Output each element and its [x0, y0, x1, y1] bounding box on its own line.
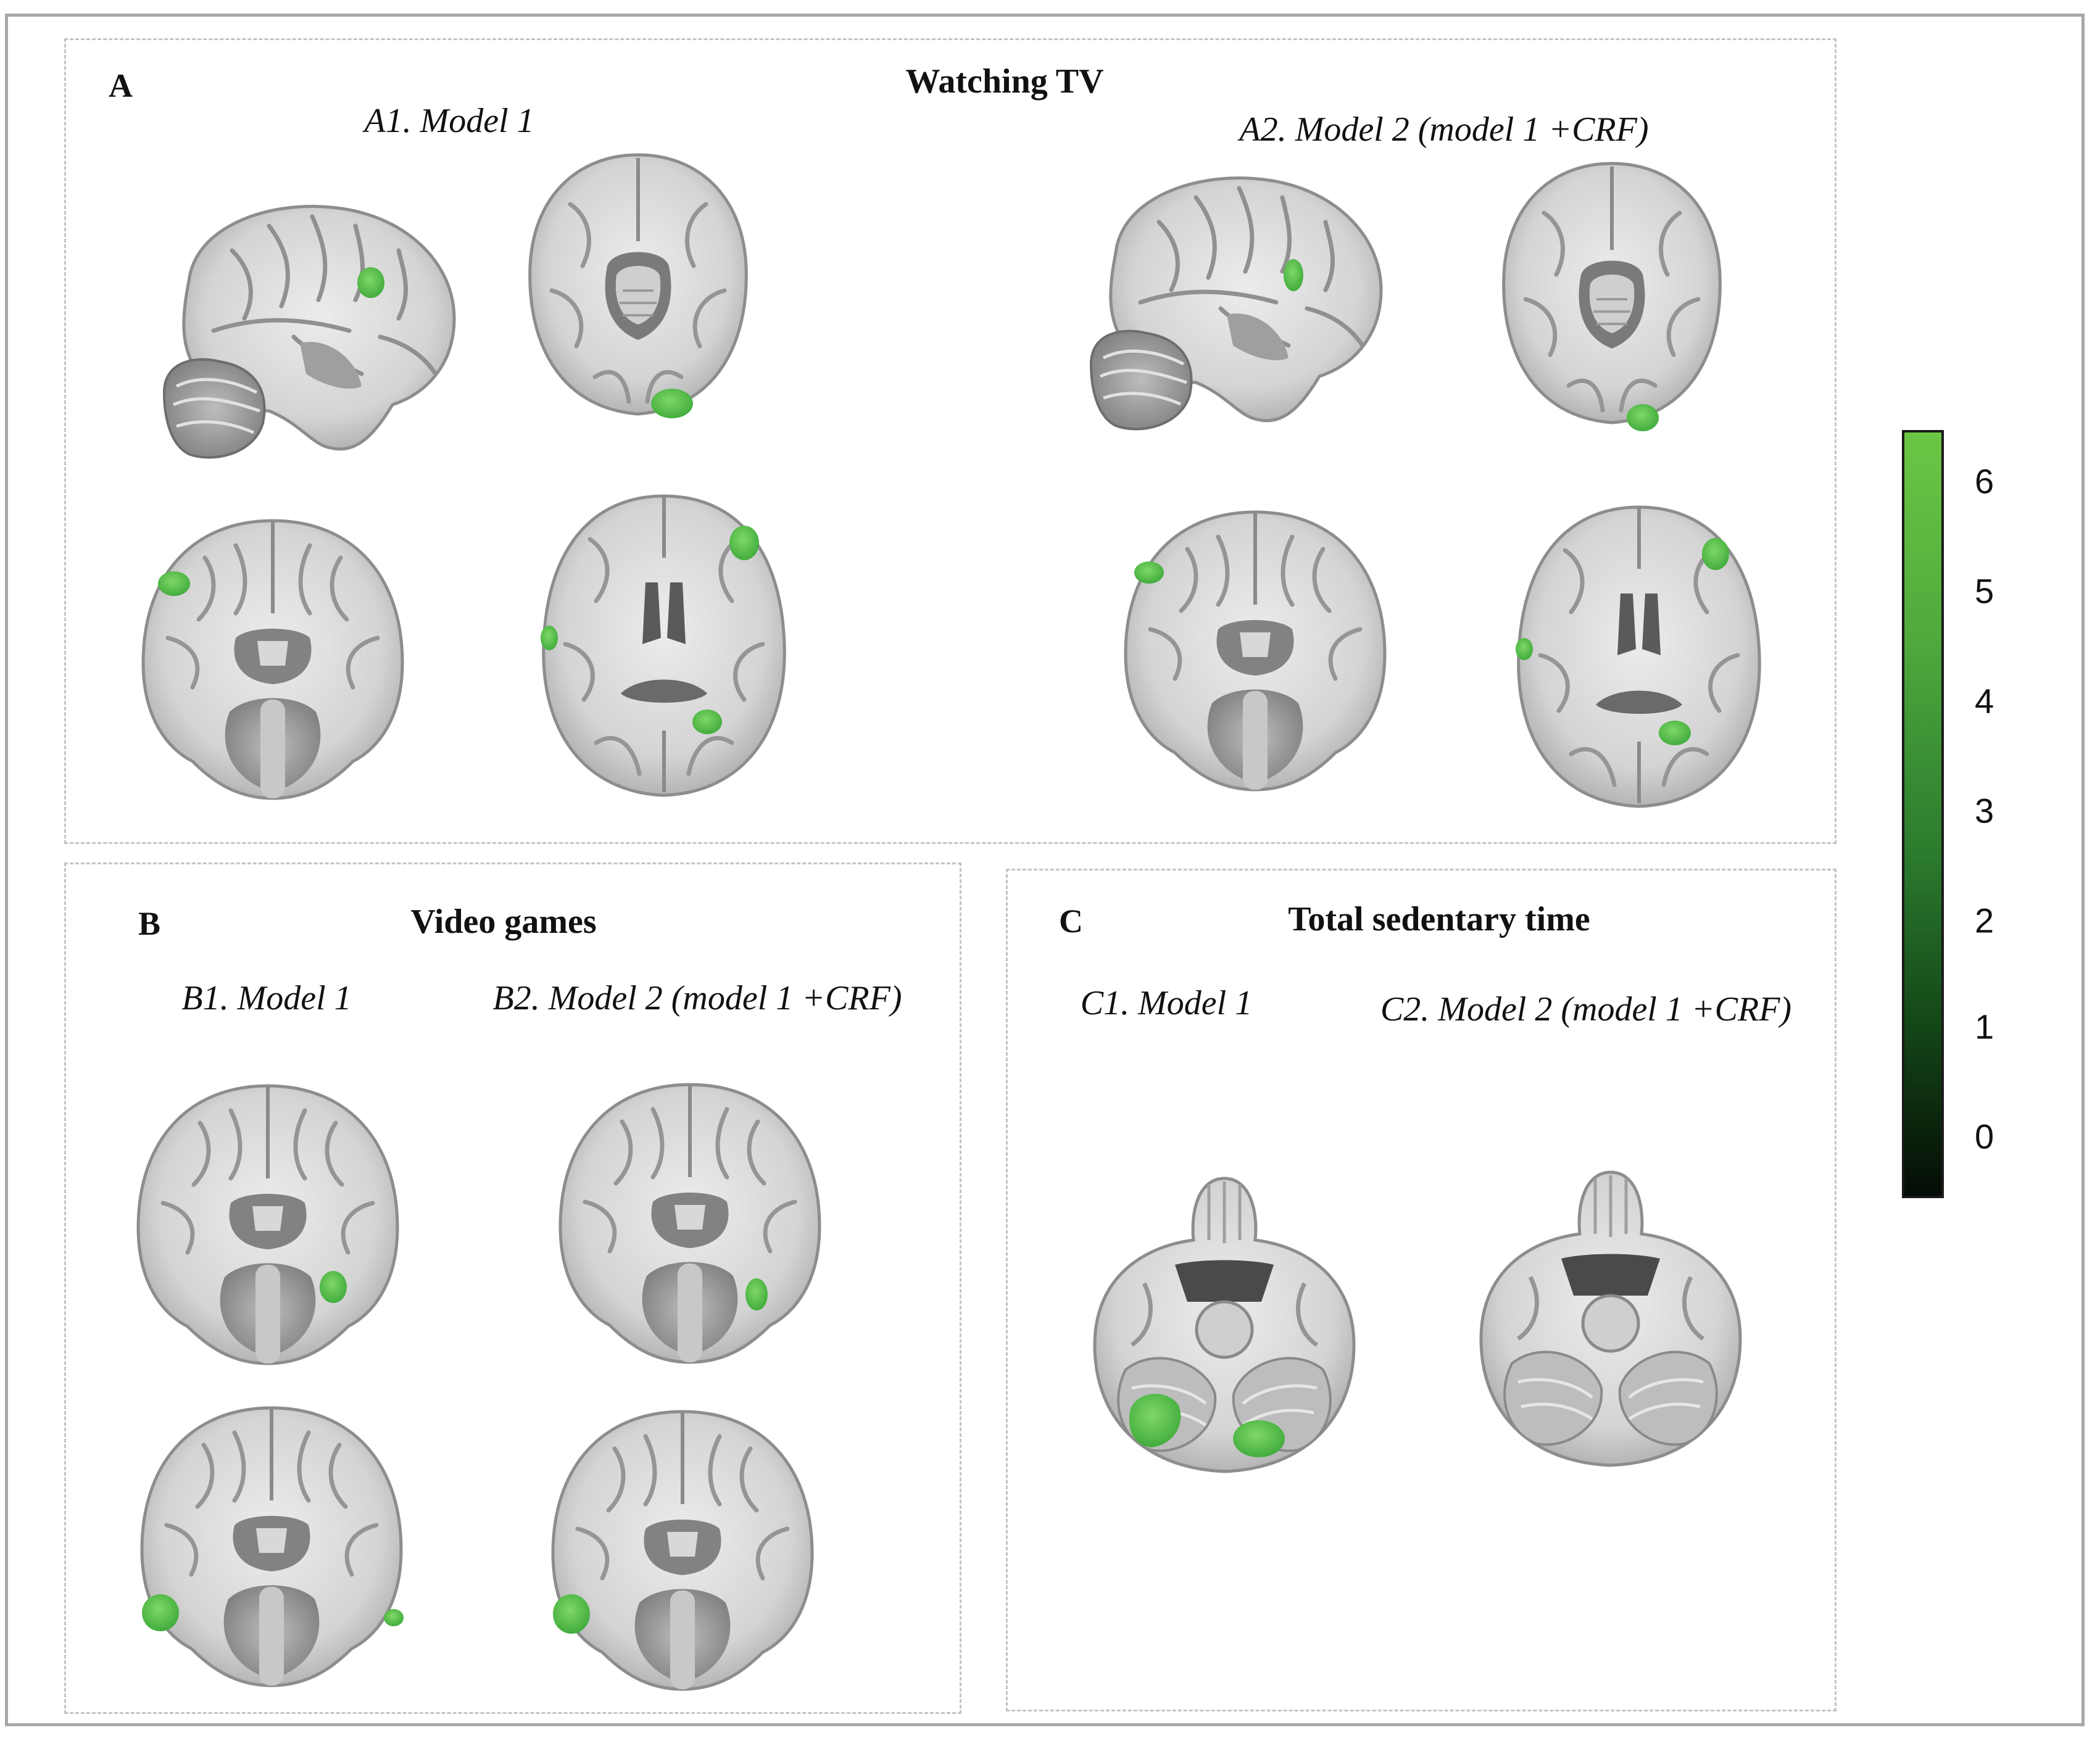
panel-c-subtitle-1: C1. Model 1 [1080, 984, 1253, 1022]
activation-blob [692, 710, 722, 734]
panel-b-subtitle-1: B1. Model 1 [181, 979, 352, 1017]
activation-blob [553, 1594, 590, 1634]
figure-frame [5, 14, 2085, 1726]
activation-blob [320, 1271, 347, 1303]
colorbar-tick-0: 0 [1975, 1117, 1994, 1156]
panel-b-letter: B [138, 905, 161, 942]
colorbar-tick-6: 6 [1975, 461, 1994, 501]
brain-coronal-b2-bottom [541, 1387, 824, 1708]
brain-coronal-a2 [1113, 487, 1397, 808]
brain-axial-mid-a1 [541, 484, 794, 805]
panel-c-letter: C [1059, 903, 1083, 940]
panel-c [1006, 869, 1836, 1711]
brain-coronal-b1-bottom [130, 1383, 404, 1704]
activation-blob [541, 626, 558, 650]
activation-blob [384, 1609, 404, 1626]
colorbar-tick-2: 2 [1975, 901, 1994, 940]
panel-a [64, 38, 1836, 844]
brain-sagittal-a2 [1073, 160, 1393, 438]
activation-blob [729, 526, 759, 560]
panel-a-subtitle-1: A1. Model 1 [364, 102, 534, 140]
activation-blob [651, 389, 693, 418]
activation-blob [1284, 259, 1303, 291]
brain-axial-inferior-c2 [1469, 1154, 1753, 1475]
activation-blob [1233, 1420, 1285, 1457]
activation-blob [1134, 561, 1164, 584]
activation-blob [1129, 1394, 1181, 1447]
brain-axial-top-a1 [521, 133, 755, 418]
brain-axial-mid-a2 [1516, 495, 1769, 816]
colorbar-tick-3: 3 [1975, 791, 1994, 830]
colorbar-tick-4: 4 [1975, 681, 1994, 721]
brain-coronal-a1 [131, 496, 415, 817]
panel-a-letter: A [109, 67, 133, 104]
colorbar-tick-5: 5 [1975, 571, 1994, 611]
panel-b-subtitle-2: B2. Model 2 (model 1 +CRF) [492, 979, 902, 1017]
colorbar [1902, 430, 1944, 1198]
brain-coronal-b1-top [126, 1061, 410, 1382]
activation-blob [1627, 404, 1659, 431]
activation-blob [357, 267, 384, 298]
activation-blob [1659, 721, 1691, 745]
panel-a-subtitle-2: A2. Model 2 (model 1 +CRF) [1239, 110, 1649, 149]
activation-blob [745, 1278, 768, 1310]
brain-sagittal-a1 [146, 189, 467, 466]
panel-b-title: Video games [410, 903, 597, 941]
activation-blob [158, 571, 190, 596]
activation-blob [1516, 638, 1533, 660]
activation-blob [142, 1594, 179, 1631]
brain-coronal-b2-top [548, 1060, 832, 1381]
brain-axial-inferior-c1 [1082, 1160, 1366, 1481]
panel-a-title: Watching TV [905, 62, 1104, 101]
panel-b [64, 863, 961, 1714]
panel-c-title: Total sedentary time [1288, 900, 1590, 938]
panel-c-subtitle-2: C2. Model 2 (model 1 +CRF) [1380, 990, 1792, 1028]
activation-blob [1702, 538, 1729, 570]
colorbar-tick-1: 1 [1975, 1007, 1994, 1046]
brain-axial-top-a2 [1495, 142, 1729, 431]
